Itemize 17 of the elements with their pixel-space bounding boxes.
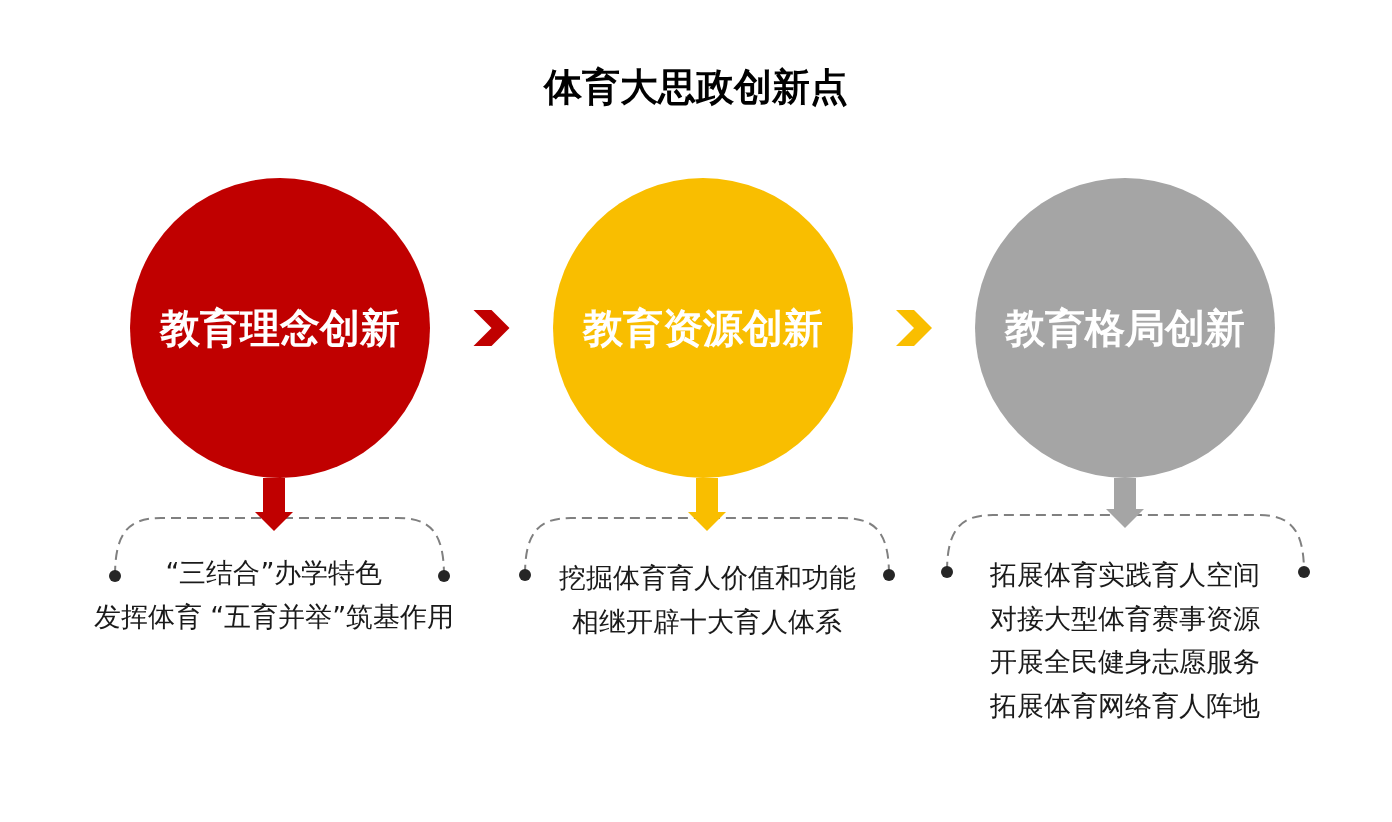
chevron-arrow (473, 310, 510, 346)
down-arrow (255, 478, 293, 531)
item-text: 拓展体育网络育人阵地 (990, 688, 1260, 723)
down-arrow (1106, 478, 1144, 528)
chevron-arrow (896, 310, 932, 346)
item-text: “三结合”办学特色 (165, 556, 383, 590)
item-text: 拓展体育实践育人空间 (990, 558, 1260, 592)
item-text: 发挥体育 “五育并举”筑基作用 (93, 600, 455, 634)
item-text: 相继开辟十大育人体系 (572, 605, 842, 639)
node-title: 教育理念创新 (160, 304, 400, 352)
node-title: 教育资源创新 (583, 304, 823, 352)
item-text: 开展全民健身志愿服务 (990, 645, 1260, 679)
item-text: 挖掘体育育人价值和功能 (558, 561, 856, 595)
node-title: 教育格局创新 (1005, 304, 1245, 352)
diagram-title: 体育大思政创新点 (544, 64, 848, 110)
down-arrow (688, 478, 726, 531)
item-text: 对接大型体育赛事资源 (990, 601, 1260, 636)
